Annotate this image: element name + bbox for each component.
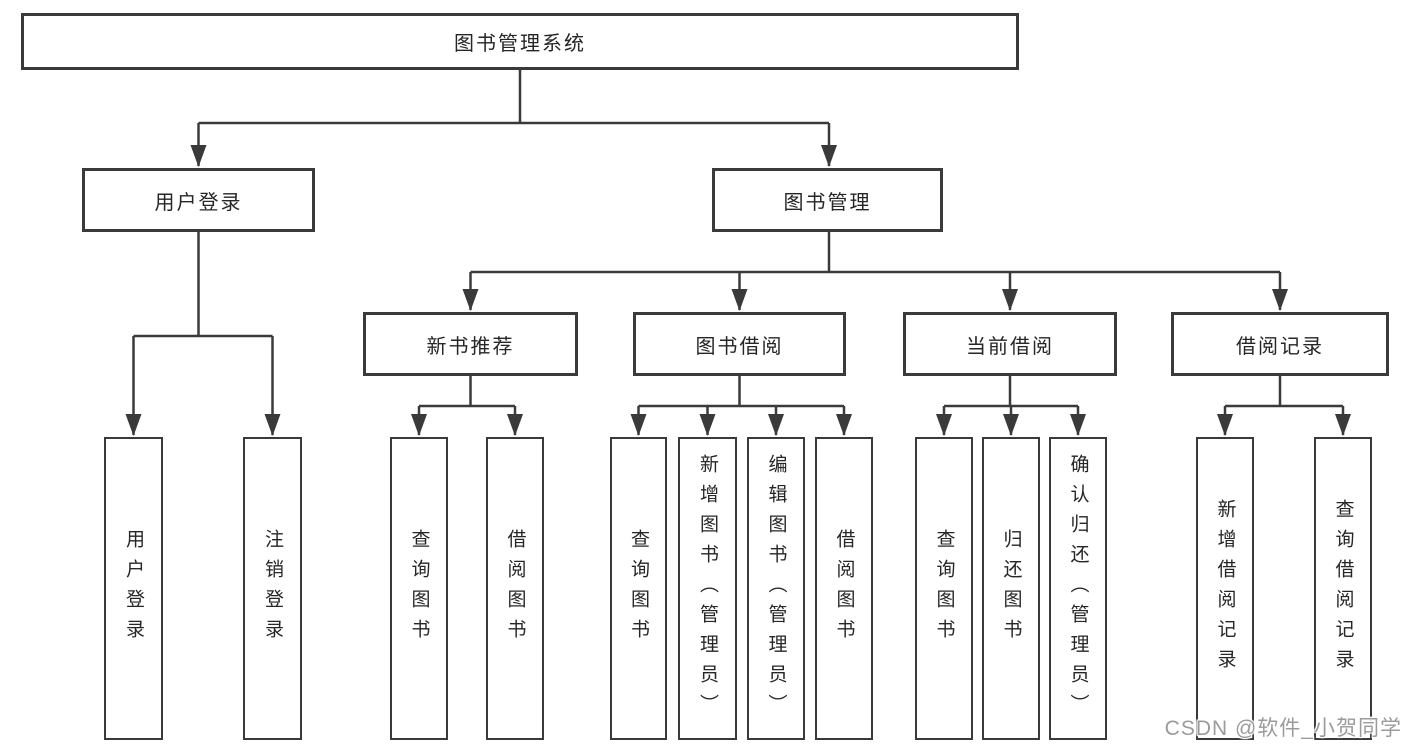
node-book-borrowing: 图书借阅	[633, 312, 846, 376]
csdn-watermark: CSDN @软件_小贺同学	[1164, 717, 1402, 740]
node-library-management-system: 图书管理系统	[21, 13, 1019, 70]
leaf-user-login: 用户登录	[104, 437, 163, 740]
node-label: 图书借阅	[695, 335, 784, 358]
leaf-edit-book-admin: 编辑图书（管理员）	[747, 437, 805, 740]
trunk-current-borrowing	[944, 376, 1078, 408]
trunk-root	[198, 70, 829, 125]
leaf-query-books-recommend: 查询图书	[390, 437, 448, 740]
node-book-management: 图书管理	[712, 168, 943, 232]
leaf-label: 查询图书	[933, 528, 955, 649]
leaf-label: 查询图书	[408, 528, 430, 649]
leaf-label: 编辑图书（管理员）	[765, 453, 787, 724]
node-label: 图书管理系统	[454, 33, 586, 55]
leaf-label: 确认归还（管理员）	[1067, 453, 1089, 724]
node-current-borrowing: 当前借阅	[903, 312, 1117, 376]
node-label: 当前借阅	[966, 335, 1054, 358]
leaf-label: 归还图书	[1000, 528, 1022, 649]
leaf-logout: 注销登录	[243, 437, 302, 740]
node-label: 借阅记录	[1236, 335, 1324, 358]
node-label: 用户登录	[154, 191, 243, 214]
leaf-add-book-admin: 新增图书（管理员）	[678, 437, 737, 740]
leaf-query-books-borrowing: 查询图书	[610, 437, 667, 740]
leaf-label: 查询借阅记录	[1332, 498, 1354, 679]
leaf-label: 查询图书	[628, 528, 649, 649]
leaf-label: 注销登录	[262, 528, 283, 649]
leaf-label: 用户登录	[123, 528, 144, 649]
leaf-borrow-books-borrowing: 借阅图书	[815, 437, 873, 740]
leaf-label: 借阅图书	[504, 528, 526, 649]
leaf-confirm-return-admin: 确认归还（管理员）	[1049, 437, 1107, 740]
leaf-label: 新增借阅记录	[1214, 498, 1236, 679]
leaf-query-books-current: 查询图书	[915, 437, 973, 740]
node-user-login: 用户登录	[82, 168, 315, 232]
leaf-return-books: 归还图书	[982, 437, 1040, 740]
leaf-label: 新增图书（管理员）	[697, 453, 718, 724]
node-new-book-recommend: 新书推荐	[363, 312, 578, 376]
node-label: 图书管理	[783, 191, 872, 214]
trunk-book-borrowing	[638, 376, 844, 408]
trunk-borrowing-records	[1225, 376, 1343, 408]
leaf-query-borrow-record: 查询借阅记录	[1314, 437, 1372, 740]
trunk-book-management	[470, 232, 1280, 274]
trunk-user-login	[133, 232, 273, 338]
leaf-add-borrow-record: 新增借阅记录	[1196, 437, 1254, 740]
leaf-borrow-books-recommend: 借阅图书	[486, 437, 544, 740]
leaf-label: 借阅图书	[833, 528, 855, 649]
node-borrowing-records: 借阅记录	[1171, 312, 1389, 376]
trunk-new-book-recommend	[419, 376, 515, 408]
node-label: 新书推荐	[426, 335, 515, 358]
